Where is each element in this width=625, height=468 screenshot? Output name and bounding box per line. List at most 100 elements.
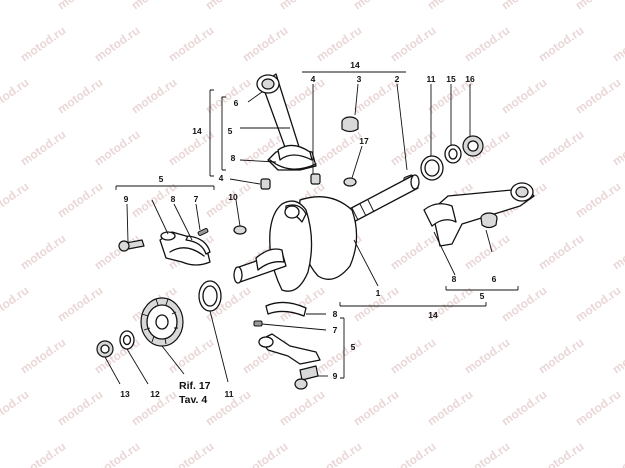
callout-5-left: 5	[228, 126, 233, 136]
watermark-text: motod.ru	[166, 127, 217, 168]
bushing-3	[341, 116, 359, 133]
callout-14-bottom: 14	[428, 310, 438, 320]
watermark-text: motod.ru	[536, 231, 587, 272]
callout-8-left-group: 8	[171, 194, 176, 204]
washer-11-top	[420, 155, 444, 181]
watermark-text: motod.ru	[499, 0, 550, 12]
callout-5-right: 5	[480, 291, 485, 301]
rod-bolt-4-left	[260, 178, 271, 190]
callout-8-left: 8	[231, 153, 236, 163]
pin-17	[343, 177, 357, 187]
watermark-text: motod.ru	[536, 335, 587, 376]
callout-8-bottom: 8	[333, 309, 338, 319]
callout-5-bottom: 5	[351, 342, 356, 352]
washer-12	[119, 330, 135, 350]
callout-14-left: 14	[192, 126, 202, 136]
watermark-text: motod.ru	[425, 0, 476, 12]
watermark-text: motod.ru	[0, 179, 31, 220]
watermark-text: motod.ru	[129, 75, 180, 116]
watermark-text: motod.ru	[388, 335, 439, 376]
half-bearing-8-left	[185, 235, 211, 255]
right-connecting-rod	[423, 182, 535, 247]
watermark-text: motod.ru	[92, 335, 143, 376]
watermark-text: motod.ru	[55, 179, 106, 220]
watermark-text: motod.ru	[18, 23, 69, 64]
washer-11-bottom	[198, 280, 222, 312]
callout-16: 16	[465, 74, 475, 84]
watermark-text: motod.ru	[166, 23, 217, 64]
callout-6-left: 6	[234, 98, 239, 108]
watermark-text: motod.ru	[462, 231, 513, 272]
watermark-text: motod.ru	[573, 179, 624, 220]
upper-connecting-rod	[256, 73, 317, 171]
watermark-text: motod.ru	[610, 231, 625, 272]
watermark-text: motod.ru	[536, 23, 587, 64]
plug-10	[233, 225, 247, 235]
callout-labels: 14 4 3 2 11 15 16 6 5 14 8 4 17 10 1 5 9…	[120, 60, 496, 399]
watermark-text: motod.ru	[425, 387, 476, 428]
watermark-text: motod.ru	[92, 127, 143, 168]
watermark-text: motod.ru	[18, 335, 69, 376]
bushing-6-right	[480, 212, 498, 229]
seal-16	[462, 135, 484, 157]
watermark-text: motod.ru	[203, 0, 254, 12]
callout-2: 2	[395, 74, 400, 84]
dowel-7-left	[197, 228, 209, 236]
watermark-text: motod.ru	[55, 283, 106, 324]
callout-6-right: 6	[492, 274, 497, 284]
watermark-text: motod.ru	[610, 127, 625, 168]
watermark-text: motod.ru	[314, 439, 365, 468]
callout-7-bottom: 7	[333, 325, 338, 335]
callout-4-top: 4	[311, 74, 316, 84]
watermark-text: motod.ru	[462, 335, 513, 376]
watermark-text: motod.ru	[92, 23, 143, 64]
rod-bolt-4-mid	[310, 173, 321, 185]
watermark-text: motod.ru	[240, 439, 291, 468]
reference-note: Rif. 17 Tav. 4	[179, 380, 211, 406]
callout-12: 12	[150, 389, 160, 399]
cap-bolt-9	[118, 239, 145, 252]
watermark-text: motod.ru	[314, 335, 365, 376]
callout-9-left: 9	[124, 194, 129, 204]
watermark-text: motod.ru	[18, 127, 69, 168]
watermark-text: motod.ru	[499, 387, 550, 428]
watermark-text: motod.ru	[92, 231, 143, 272]
watermark-text: motod.ru	[351, 387, 402, 428]
left-bearing-cap	[159, 231, 211, 266]
watermark-text: motod.ru	[536, 439, 587, 468]
crankshaft	[233, 174, 420, 292]
watermark-text: motod.ru	[462, 439, 513, 468]
watermark-text: motod.ru	[499, 283, 550, 324]
callout-11-top: 11	[427, 74, 436, 84]
bottom-bearing-cap	[258, 333, 321, 365]
callout-17: 17	[359, 136, 369, 146]
callout-10: 10	[228, 192, 238, 202]
watermark-text: motod.ru	[0, 0, 31, 12]
watermark-text: motod.ru	[388, 23, 439, 64]
callout-4-left: 4	[219, 173, 224, 183]
callout-8-right: 8	[452, 274, 457, 284]
watermark-text: motod.ru	[55, 75, 106, 116]
watermark-text: motod.ru	[55, 0, 106, 12]
washer-15	[444, 144, 462, 164]
callout-5-left-group: 5	[159, 174, 164, 184]
watermark-text: motod.ru	[277, 387, 328, 428]
callout-14-top: 14	[350, 60, 360, 70]
watermark-text: motod.ru	[0, 75, 31, 116]
watermark-text: motod.ru	[462, 23, 513, 64]
reference-line-2: Tav. 4	[179, 394, 207, 406]
reference-line-1: Rif. 17	[179, 380, 211, 392]
watermark-text: motod.ru	[55, 387, 106, 428]
callout-7-left: 7	[194, 194, 199, 204]
callout-13: 13	[120, 389, 130, 399]
watermark-text: motod.ru	[610, 335, 625, 376]
callout-11-bottom: 11	[225, 389, 234, 399]
nut-13	[96, 340, 114, 358]
watermark-text: motod.ru	[573, 283, 624, 324]
watermark-text: motod.ru	[240, 23, 291, 64]
watermark-text: motod.ru	[499, 75, 550, 116]
watermark-text: motod.ru	[351, 0, 402, 12]
watermark-text: motod.ru	[573, 0, 624, 12]
bottom-dowel-7	[253, 320, 263, 327]
